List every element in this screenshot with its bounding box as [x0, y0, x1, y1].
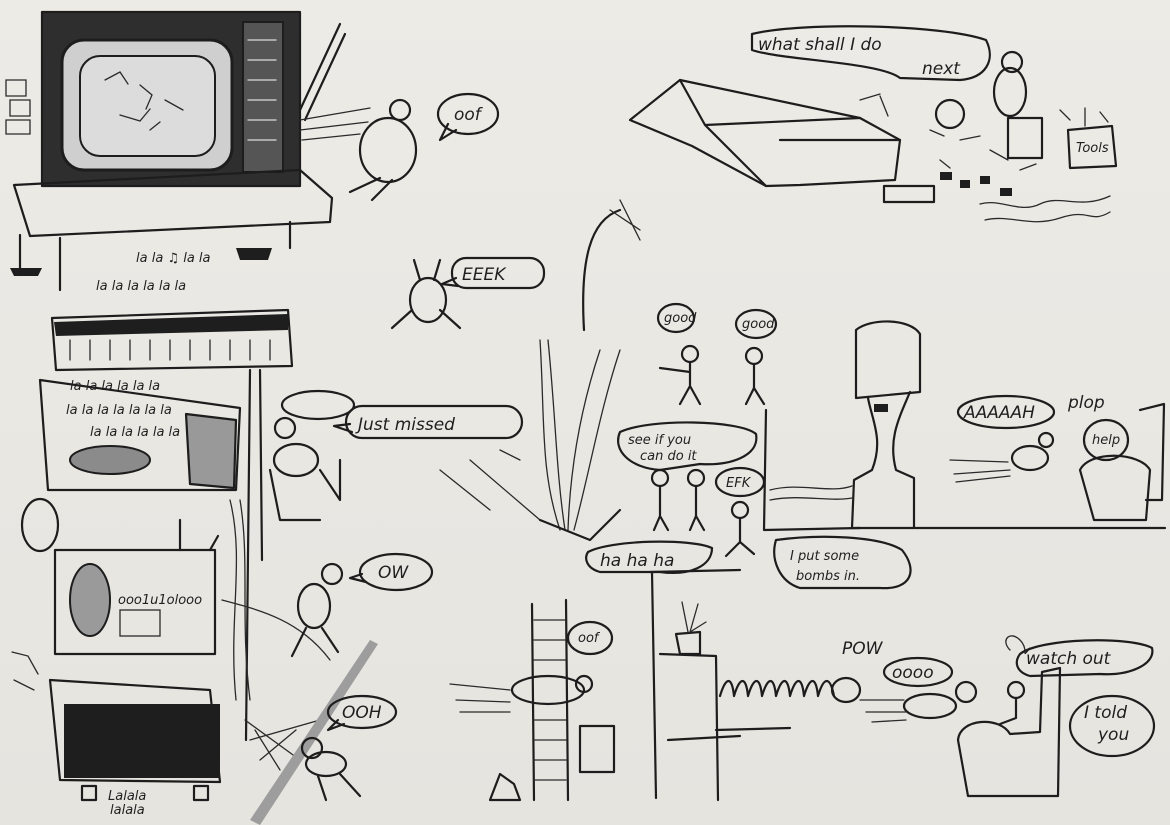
- bubble-good-1: [656, 302, 696, 334]
- good-1-text: good: [664, 311, 697, 326]
- bubble-watch-out: [1015, 639, 1154, 678]
- lyrics-row-4: la la la la la la la: [66, 403, 172, 418]
- toilet: [1078, 402, 1166, 522]
- bubble-see-if: [617, 421, 758, 472]
- armchair-figure: [956, 635, 1062, 798]
- television: [5, 10, 371, 292]
- lyrics-row-2: la la la la la la: [96, 279, 186, 294]
- i-told-text-1: I told: [1084, 703, 1127, 723]
- help-text: help: [1092, 433, 1120, 448]
- aaaah-text: AAAAAH: [963, 403, 1035, 423]
- figure-oof-mid: [449, 674, 594, 713]
- ooh-text: OOH: [342, 703, 382, 723]
- rocket-machine: [769, 320, 922, 530]
- ha-ha-text: ha ha ha: [600, 551, 674, 571]
- plants: [439, 199, 641, 542]
- eeek-text: EEEK: [462, 265, 507, 285]
- oooo-text: oooo: [892, 663, 934, 683]
- lyrics-bottom-2: lalala: [110, 803, 145, 818]
- figure-oof-top: [348, 98, 418, 202]
- see-if-text-2: can do it: [640, 449, 697, 464]
- tools-label: Tools: [1076, 141, 1109, 156]
- oof-mid-text: oof: [578, 631, 601, 646]
- watch-out-text: watch out: [1026, 649, 1112, 669]
- record-player: [20, 378, 356, 553]
- cardboard-box: [628, 78, 902, 188]
- bubble-efk: [714, 466, 766, 498]
- bubble-help: [1082, 418, 1130, 462]
- bubble-just-missed: [332, 404, 524, 440]
- efk-text: EFK: [726, 476, 752, 491]
- cabinet: [658, 652, 792, 802]
- wires: [221, 499, 378, 825]
- radio: [53, 518, 220, 656]
- see-if-text-1: see if you: [628, 433, 691, 448]
- tools-box: [1059, 107, 1118, 170]
- bubble-put-some: [773, 535, 912, 590]
- plop-text: plop: [1067, 393, 1105, 413]
- figure-pow: [859, 680, 978, 723]
- next-text: next: [922, 59, 961, 79]
- bubble-aaaah: [956, 394, 1056, 430]
- ow-text: OW: [378, 563, 409, 583]
- bubble-eeek: [440, 256, 546, 290]
- black-speaker-box: [48, 678, 222, 784]
- spring-coil: [718, 676, 862, 704]
- what-shall-text: what shall I do: [758, 35, 882, 55]
- pow-text: POW: [842, 639, 884, 659]
- lyrics-bottom-1: Lalala: [108, 789, 146, 804]
- figure-aaaah: [949, 431, 1055, 483]
- bubble-ooh: [326, 694, 398, 732]
- i-told-text-2: you: [1097, 725, 1129, 745]
- figure-ooh: [300, 736, 362, 802]
- lyrics-row-5: la la la la la la: [90, 425, 180, 440]
- radio-dial-label: ooo1u1olooo: [118, 593, 202, 608]
- bubble-i-told: [1068, 694, 1156, 758]
- tool-pile: [859, 93, 1111, 223]
- lyrics-row-3: la la la la la la: [70, 379, 160, 394]
- put-some-text-2: bombs in.: [796, 569, 860, 584]
- figures-bottom-left: [11, 651, 210, 802]
- bubble-good-2: [734, 308, 778, 340]
- keyboard-stereo: [50, 308, 294, 742]
- bubble-oof-mid: [566, 620, 614, 656]
- figures-good: [658, 344, 766, 406]
- bubble-what-shall: [750, 25, 991, 82]
- ladder-pole: [488, 598, 616, 802]
- put-some-text-1: I put some: [790, 549, 859, 564]
- bubble-ha-ha: [585, 540, 714, 574]
- room-walls: [648, 408, 1167, 800]
- oof-top-text: oof: [454, 105, 484, 125]
- bubble-ow: [348, 552, 434, 592]
- just-missed-text: Just missed: [355, 415, 455, 435]
- figure-eeek: [390, 258, 462, 330]
- figure-ow: [290, 562, 344, 658]
- bubble-oooo: [882, 656, 954, 688]
- bubble-oof-top: [436, 92, 500, 142]
- figure-top-right: [992, 50, 1028, 118]
- plant-pot: [674, 601, 707, 656]
- lyrics-row-1: la la ♫ la la: [136, 251, 211, 266]
- figure-just-missed: [268, 416, 342, 522]
- good-2-text: good: [742, 317, 775, 332]
